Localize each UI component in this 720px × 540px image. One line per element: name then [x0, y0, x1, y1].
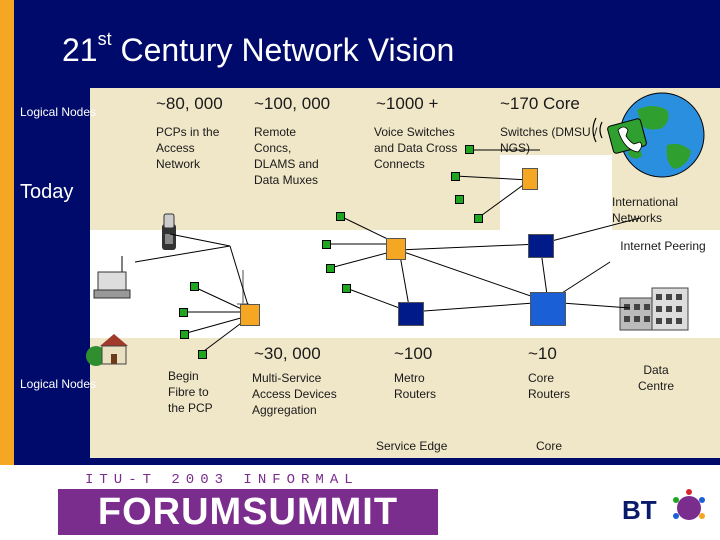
- pcp-desc: PCPs in the Access Network: [156, 125, 220, 171]
- voice-switch-count: ~1000 +: [376, 94, 439, 113]
- logical-nodes-label-top: Logical Nodes: [19, 105, 97, 119]
- access-point-10: [179, 308, 188, 317]
- data-centre-building-icon: [619, 287, 689, 331]
- international-networks-label: International Networks: [612, 195, 679, 225]
- cordless-phone-icon: [162, 213, 176, 250]
- logical-nodes-label-bottom: Logical Nodes: [19, 377, 97, 391]
- laptop-icon: [93, 256, 131, 299]
- access-point-7: [326, 264, 335, 273]
- core-router-node-top: [528, 234, 554, 258]
- remote-conc-desc: Remote Concs, DLAMS and Data Muxes: [254, 125, 319, 187]
- core-router-count: ~10: [528, 344, 557, 363]
- pcp-count: ~80, 000: [156, 94, 223, 113]
- metro-router-node: [398, 302, 424, 326]
- globe-phone-icon: [592, 92, 705, 178]
- core-switch-count: ~170 Core: [500, 94, 580, 113]
- msad-node: [240, 304, 260, 326]
- access-point-8: [342, 284, 351, 293]
- access-point-1: [465, 145, 474, 154]
- data-centre-label: Data Centre: [637, 363, 675, 393]
- access-point-12: [198, 350, 207, 359]
- msad-count: ~30, 000: [254, 344, 321, 363]
- core-label: Core: [536, 439, 563, 453]
- itu-banner-text: ITU-T 2003 INFORMAL: [85, 472, 359, 488]
- access-point-11: [180, 330, 189, 339]
- fibre-pcp-desc: Begin Fibre to the PCP: [168, 369, 213, 415]
- access-point-5: [336, 212, 345, 221]
- left-accent-bar: [0, 0, 14, 465]
- today-label: Today: [20, 181, 74, 203]
- core-switch-node: [522, 168, 538, 190]
- service-edge-label: Service Edge: [376, 439, 448, 453]
- slide-title: 21st Century Network Vision: [62, 29, 455, 68]
- access-point-9: [190, 282, 199, 291]
- house-icon: [86, 334, 128, 366]
- voice-switch-desc: Voice Switches and Data Cross Connects: [374, 125, 458, 171]
- top-band: [90, 88, 720, 230]
- access-point-6: [322, 240, 331, 249]
- metro-router-count: ~100: [394, 344, 433, 363]
- msad-desc: Multi-Service Access Devices Aggregation: [252, 371, 337, 417]
- internet-peering-label: Internet Peering: [620, 239, 706, 253]
- core-router-node: [530, 292, 566, 326]
- metro-router-desc: Metro Routers: [394, 371, 437, 401]
- forum-summit-logo: FORUMSUMMIT: [58, 489, 438, 535]
- bottom-band: [90, 338, 720, 458]
- access-point-2: [451, 172, 460, 181]
- access-point-4: [474, 214, 483, 223]
- remote-conc-count: ~100, 000: [254, 94, 331, 113]
- voice-switch-node: [386, 238, 406, 260]
- bt-logo-text: BT: [622, 495, 657, 525]
- core-switch-desc: Switches (DMSU / NGS): [500, 125, 598, 155]
- network-links: [134, 149, 641, 355]
- core-router-desc: Core Routers: [528, 371, 571, 401]
- access-point-3: [455, 195, 464, 204]
- middle-gap: [488, 230, 500, 338]
- bt-piper-icon: [673, 489, 705, 520]
